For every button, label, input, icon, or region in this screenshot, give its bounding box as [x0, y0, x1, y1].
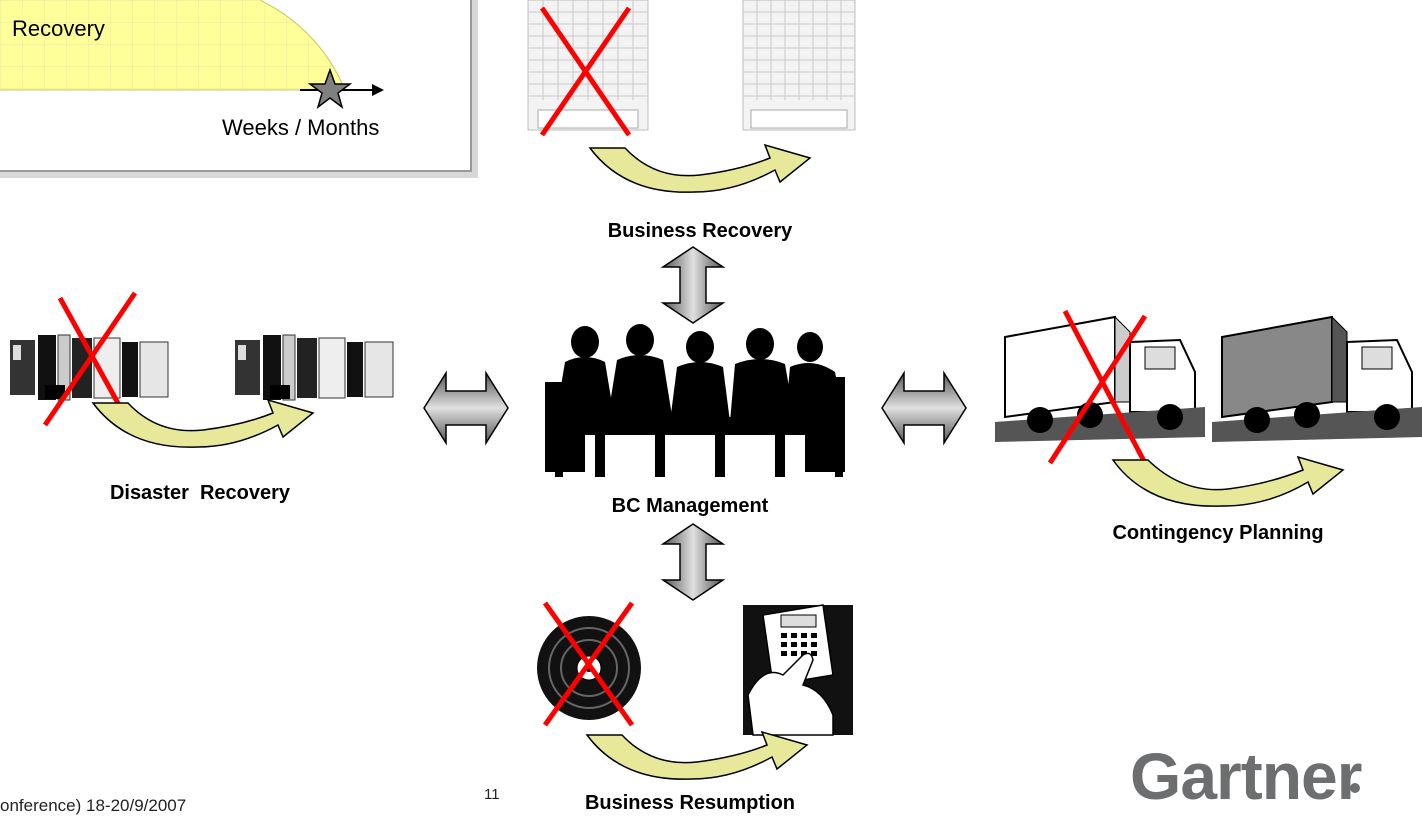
timeline-graphic — [0, 0, 384, 109]
double-arrow-horizontal-icon — [423, 370, 509, 446]
page-number: 11 — [484, 786, 500, 803]
server-rack-icon — [235, 334, 394, 401]
curved-arrow-icon — [1111, 455, 1345, 507]
truck-icon — [1212, 315, 1422, 442]
meeting-silhouette-icon — [545, 324, 845, 477]
calculator-hand-icon — [743, 604, 853, 736]
recovery-label: Recovery — [12, 16, 105, 41]
star-icon — [307, 67, 353, 109]
truck-icon — [995, 315, 1205, 442]
bc-management-label: BC Management — [611, 495, 769, 517]
disaster-recovery-label: Disaster Recovery — [109, 482, 291, 504]
registered-mark-icon — [1350, 783, 1360, 793]
curved-arrow-icon — [585, 730, 809, 780]
contingency-planning-label: Contingency Planning — [1112, 522, 1324, 544]
timeline-axis-label: Weeks / Months — [222, 115, 380, 140]
business-resumption-label: Business Resumption — [584, 792, 796, 814]
cross-icon — [542, 601, 635, 727]
curved-arrow-icon — [91, 398, 315, 448]
footer-conference: onference) 18-20/9/2007 — [0, 796, 187, 815]
double-arrow-vertical-icon — [660, 246, 726, 324]
double-arrow-vertical-icon — [660, 523, 726, 601]
cross-icon — [1047, 309, 1148, 465]
cross-icon — [539, 6, 632, 137]
business-recovery-label: Business Recovery — [607, 220, 793, 242]
building-icon — [742, 0, 856, 131]
double-arrow-horizontal-icon — [881, 370, 967, 446]
gartner-logo: Gartner — [1130, 739, 1362, 813]
curved-arrow-icon — [588, 143, 812, 193]
